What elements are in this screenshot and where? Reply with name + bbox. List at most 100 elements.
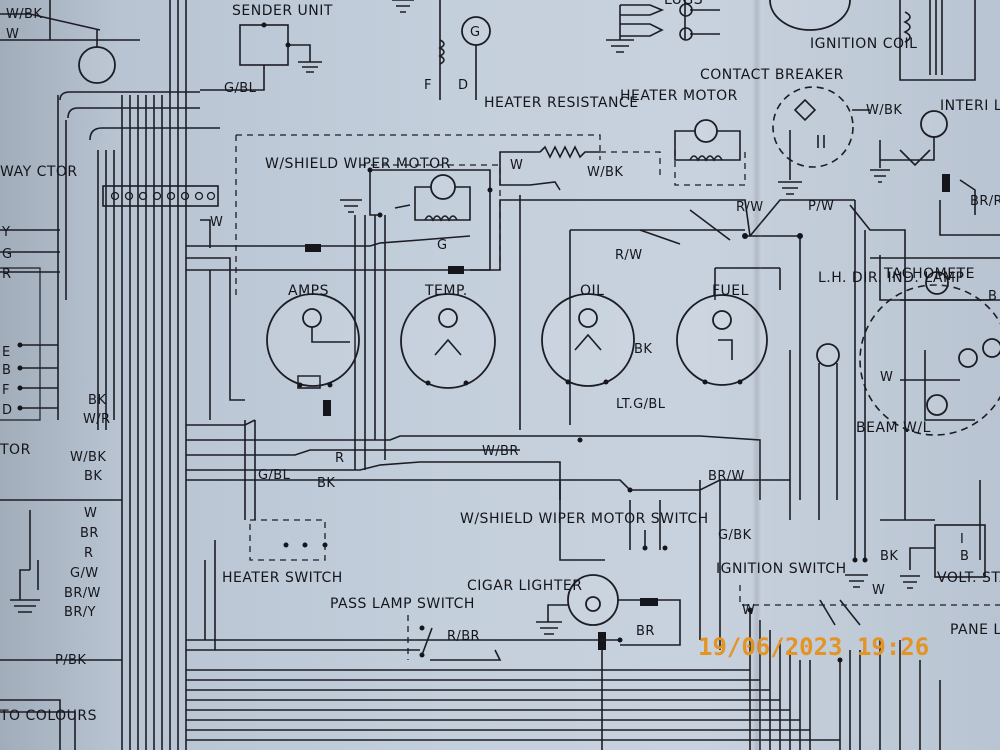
code-r-left-2: R: [84, 546, 93, 561]
code-term-g-gen: G: [470, 25, 480, 40]
code-r-left: R: [2, 267, 11, 282]
label-temp: TEMP.: [424, 283, 468, 299]
code-p-w: P/W: [808, 199, 834, 214]
paper-shadow-left: [0, 0, 120, 750]
code-bk-volt: BK: [880, 549, 898, 564]
spark-plug-leads: [619, 0, 720, 41]
fuel-gauge: [676, 294, 768, 386]
contact-breaker-symbol: [772, 86, 870, 195]
code-w-ign: W: [742, 603, 755, 618]
lh-dir-ind-lamp-symbol: [816, 343, 840, 520]
code-w-top: W: [6, 27, 19, 42]
label-oil: OIL: [580, 283, 604, 299]
code-bk-2: BK: [84, 469, 102, 484]
label-ignition-switch: IGNITION SWITCH: [716, 561, 847, 577]
label-beam-wl: BEAM W/L: [856, 420, 931, 436]
label-plugs: LUGS: [664, 0, 703, 8]
wiper-motor-symbol: [340, 164, 501, 271]
heater-switch-symbol: [244, 420, 328, 561]
label-wiper-motor-switch: W/SHIELD WIPER MOTOR SWITCH: [460, 511, 709, 527]
label-panel-light-switch: PANE LIGHT SWITC: [950, 622, 1000, 638]
label-heater-resistance: HEATER RESISTANCE: [484, 95, 639, 111]
code-w-r: W/R: [83, 412, 110, 427]
component-labels: SENDER UNIT CONTACT BREAKER HEATER MOTOR…: [0, 0, 1000, 724]
junction-dots: [17, 22, 868, 663]
wshield-wiper-motor-switch-symbol: [629, 500, 668, 551]
code-w-bk-top: W/BK: [6, 7, 42, 22]
code-w-bk-2: W/BK: [70, 450, 106, 465]
code-w-volt: W: [872, 583, 885, 598]
multi-way-connector: [102, 185, 219, 207]
label-ignition-coil: IGNITION COIL: [810, 36, 917, 52]
inline-fuses: [297, 174, 950, 650]
code-w-bk-breaker: W/BK: [866, 103, 902, 118]
label-amps: AMPS: [288, 283, 329, 299]
code-br-w-left: BR/W: [64, 586, 101, 601]
label-cigar-lighter: CIGAR LIGHTER: [467, 578, 582, 594]
code-p-bk: P/BK: [55, 653, 86, 668]
pass-lamp-switch-symbol: [407, 615, 502, 661]
label-heater-motor: HEATER MOTOR: [620, 88, 738, 104]
distributor-symbol: [769, 0, 976, 81]
code-w-tacho: W: [880, 370, 893, 385]
code-w-br: W/BR: [482, 444, 519, 459]
label-tor: TOR: [0, 442, 31, 458]
code-br-left: BR: [80, 526, 99, 541]
heater-motor-symbol: [235, 119, 746, 300]
code-term-e: E: [2, 345, 11, 360]
code-g-bl-lower: G/BL: [258, 468, 291, 483]
oil-gauge: [541, 293, 635, 387]
volt-stab-symbol: [845, 519, 986, 589]
interior-light-symbol: [870, 110, 948, 183]
code-term-b: B: [2, 363, 11, 378]
heater-resistance-symbol: [499, 145, 661, 191]
code-term-d: D: [2, 403, 12, 418]
notes-box: [0, 711, 76, 750]
code-term-f: F: [2, 383, 10, 398]
label-to-colours: TO COLOURS: [0, 708, 97, 724]
code-lt-g-bl: LT.G/BL: [616, 397, 666, 412]
left-edge-wires: [0, 13, 140, 750]
code-g-bk: G/BK: [718, 528, 752, 543]
paper-fold-crease: [752, 0, 762, 750]
code-g-bl-top: G/BL: [224, 81, 257, 96]
photo-timestamp: 19/06/2023 19:26: [698, 633, 929, 661]
code-r-w-2: R/W: [615, 248, 642, 263]
code-r-lower: R: [335, 451, 344, 466]
temp-gauge: [400, 293, 496, 389]
left-motor-symbol: [78, 30, 116, 84]
code-w-conn: W: [210, 215, 223, 230]
amps-gauge: [266, 293, 360, 388]
code-br-w: BR/W: [708, 469, 745, 484]
horizontal-wires: [186, 179, 1000, 560]
code-br-cigar: BR: [636, 624, 655, 639]
label-lh-dir-ind-lamp: L.H. DIR. IND. LAMP: [818, 270, 964, 286]
code-term-i: I: [960, 532, 964, 547]
code-term-b2: B: [960, 549, 969, 564]
code-bk-1: BK: [88, 393, 106, 408]
code-bk-oil: BK: [634, 342, 652, 357]
label-volt-stab: VOLT. STAB.: [937, 570, 1000, 586]
label-heater-switch: HEATER SWITCH: [222, 570, 343, 586]
lower-wiring-bundle: [10, 480, 840, 741]
sender-unit-symbol: [200, 24, 322, 91]
label-interior-light: INTERI LIGH: [940, 98, 1000, 114]
label-sender: SENDER UNIT: [232, 3, 333, 19]
label-way-connector: WAY CTOR: [0, 164, 78, 180]
code-w-heater: W: [510, 158, 523, 173]
generator-symbol: [438, 0, 491, 100]
label-wiper-motor: W/SHIELD WIPER MOTOR: [265, 156, 451, 172]
cigar-lighter-symbol: [536, 574, 681, 750]
code-term-d-gen: D: [458, 78, 468, 93]
vertical-harness-wires: [49, 0, 220, 750]
ground-symbols-top: [392, 0, 634, 53]
code-b-tacho: B: [988, 289, 997, 304]
label-contact-breaker: CONTACT BREAKER: [700, 67, 844, 83]
label-tachometer: TACHOMETE: [883, 266, 975, 282]
code-br-y: BR/Y: [64, 605, 96, 620]
code-y-left: Y: [1, 225, 10, 240]
label-pass-lamp-switch: PASS LAMP SWITCH: [330, 596, 475, 612]
code-r-w-1: R/W: [736, 200, 763, 215]
